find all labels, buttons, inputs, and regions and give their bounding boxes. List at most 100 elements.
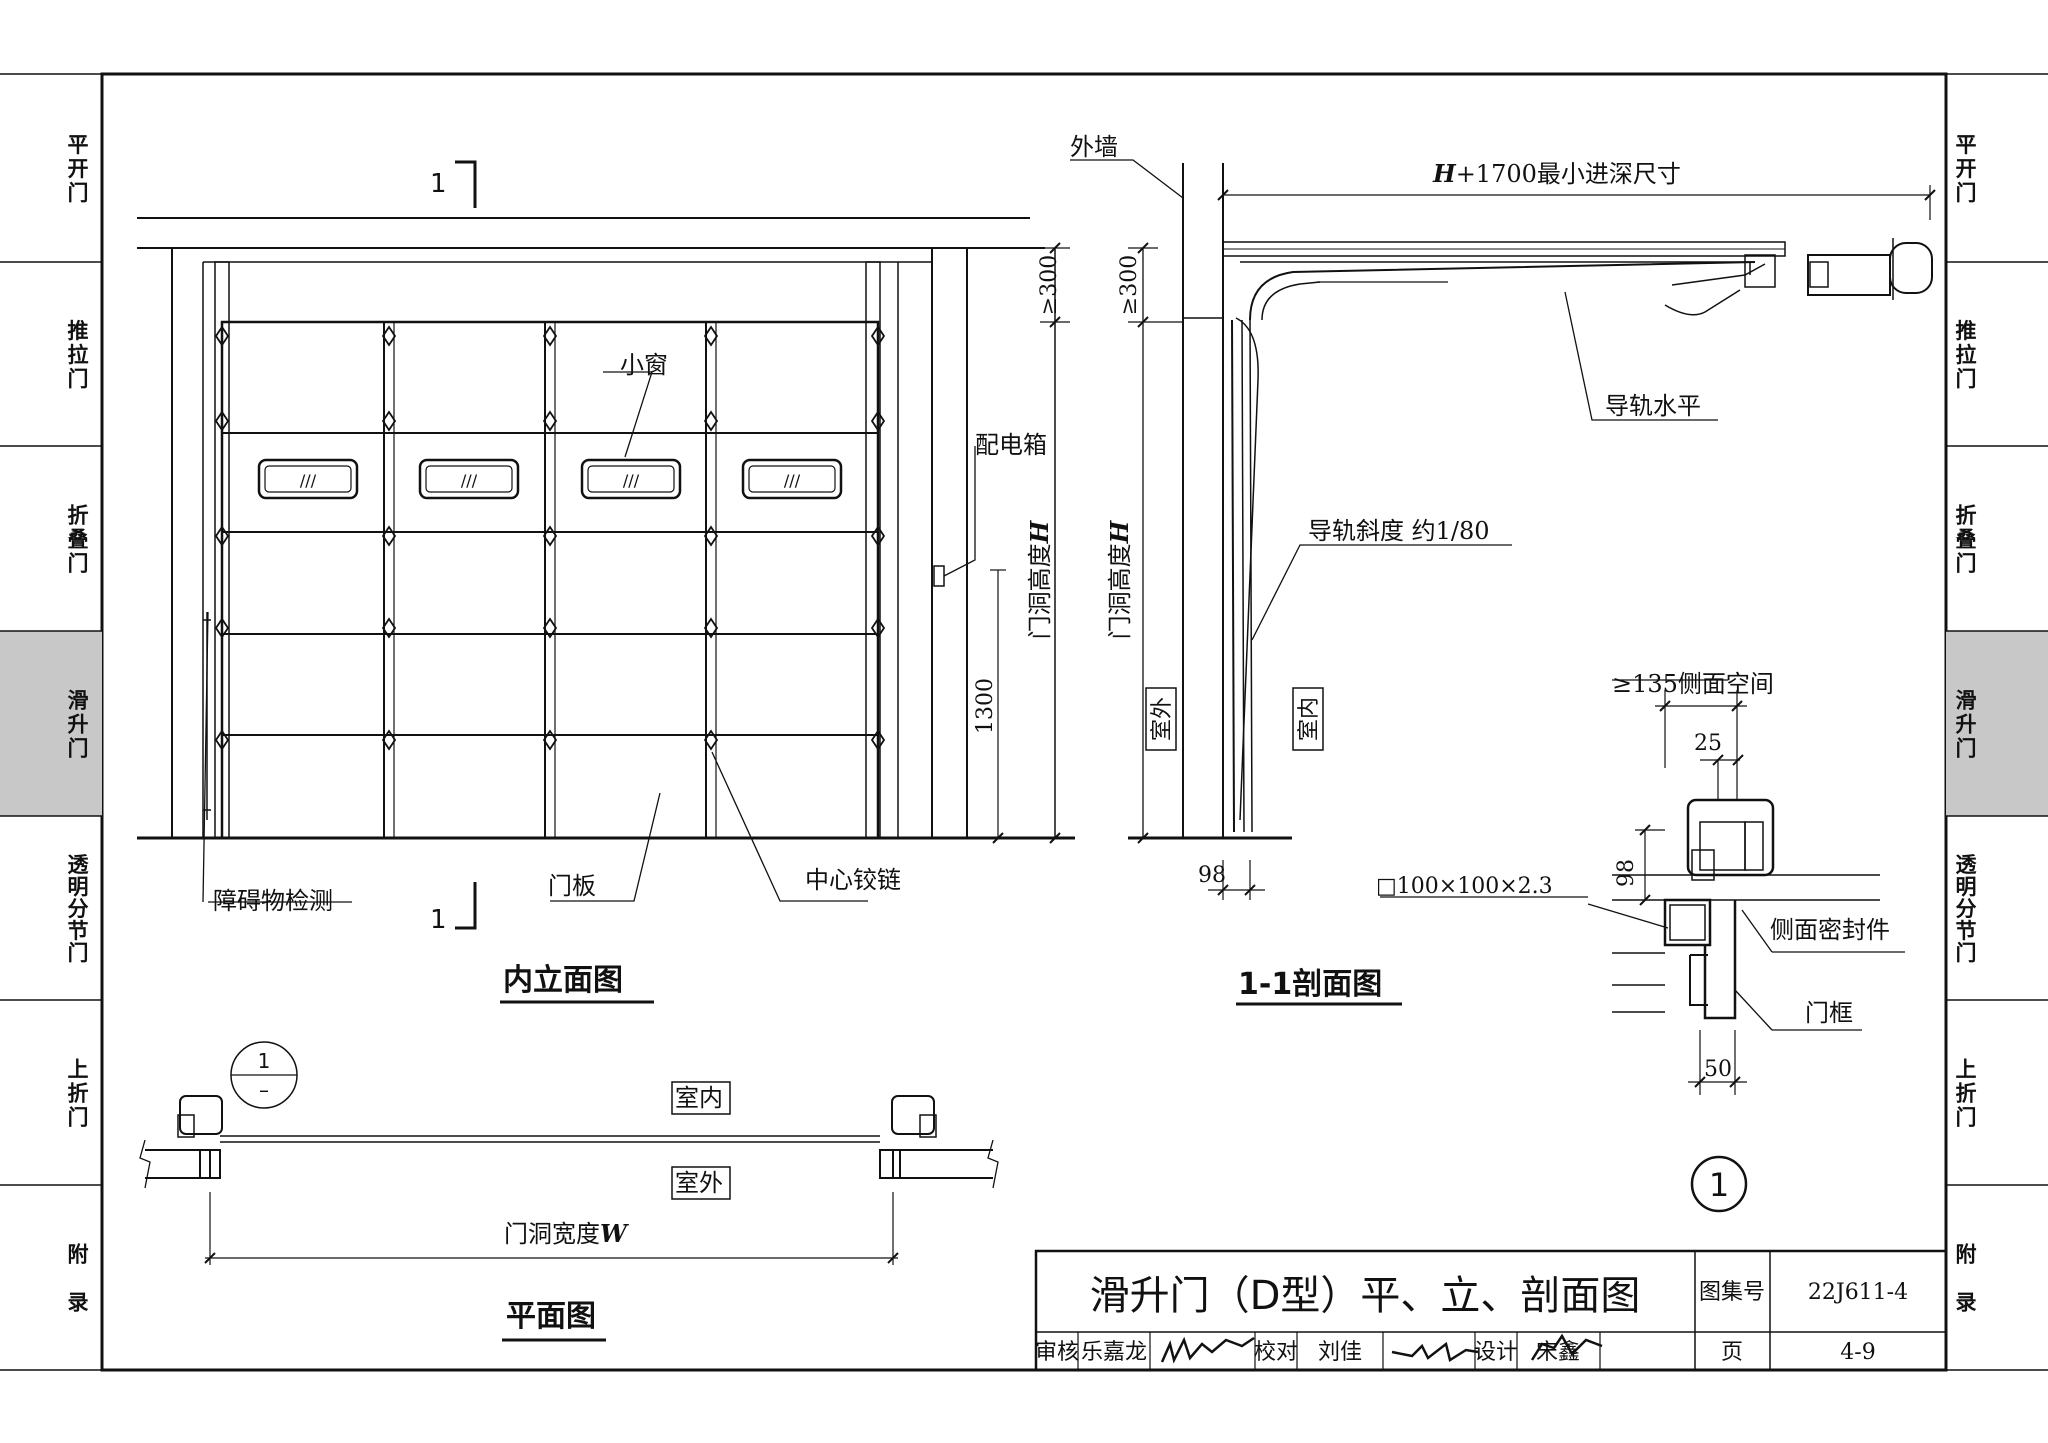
right-tab-7[interactable]: 附录 — [1956, 1243, 1977, 1315]
sec-outside-label: 室外 — [1150, 697, 1175, 741]
section-mark-bottom: 1 — [430, 905, 447, 935]
section-view — [1070, 159, 1936, 900]
hinge-marker — [542, 525, 558, 547]
drawing-title: 滑升门（D型）平、立、剖面图 — [1090, 1273, 1641, 1319]
atlas-no: 22J611-4 — [1808, 1280, 1908, 1305]
reviewer-signature — [1160, 1336, 1255, 1364]
door-leaf — [220, 320, 880, 840]
right-tab-active-bg — [1946, 631, 2048, 816]
dim50-label: 50 — [1704, 1057, 1732, 1082]
sec-inside-label: 室内 — [1297, 697, 1322, 741]
index-top: 1 — [258, 1049, 271, 1073]
tube-label: □100×100×2.3 — [1376, 874, 1553, 899]
window-4 — [741, 458, 843, 500]
reviewer: 乐嘉龙 — [1081, 1340, 1147, 1365]
elevation-texts: 小窗 配电箱 障碍物检测 门板 中心铰链 1 1 ≥300 门洞高度H 1300… — [213, 169, 1062, 1004]
hinge-marker — [870, 325, 886, 347]
elevation-view — [137, 160, 1075, 930]
left-tab-active-bg — [0, 631, 102, 816]
section-mark-top: 1 — [430, 169, 447, 199]
hinge-marker — [703, 410, 719, 432]
outer-wall-label: 外墙 — [1070, 133, 1118, 161]
panel-label: 门板 — [548, 872, 596, 900]
check-label: 校对 — [1254, 1340, 1298, 1365]
side-detail — [1380, 679, 1905, 1213]
window-1 — [257, 458, 359, 500]
rail-slope-label: 导轨斜度 约1/80 — [1308, 517, 1490, 545]
hinge-marker — [381, 325, 397, 347]
hinge-marker — [542, 617, 558, 639]
hinge-marker — [214, 617, 230, 639]
right-tab-1[interactable]: 平开门 — [1956, 133, 1977, 205]
right-tab-3[interactable]: 折叠门 — [1956, 504, 1977, 576]
rail-horizontal-label: 导轨水平 — [1605, 392, 1701, 420]
plan-view — [139, 1041, 999, 1265]
left-tab-4[interactable]: 滑升门 — [68, 689, 89, 761]
hinge-marker — [381, 729, 397, 751]
seal-label: 侧面密封件 — [1770, 916, 1890, 944]
dim25-label: 25 — [1694, 731, 1722, 756]
elev-min300-label: ≥300 — [1037, 255, 1062, 315]
window-glass-2 — [425, 465, 513, 493]
right-tab-4[interactable]: 滑升门 — [1956, 689, 1977, 761]
section-texts: 外墙 H+1700最小进深尺寸 导轨水平 导轨斜度 约1/80 ≥300 门洞高… — [1070, 133, 1701, 1006]
hinge-marker — [214, 410, 230, 432]
left-tab-3[interactable]: 折叠门 — [68, 504, 89, 576]
review-label: 审核 — [1035, 1340, 1079, 1365]
right-tab-strip — [1946, 73, 2048, 1371]
hinge-marker — [870, 410, 886, 432]
left-tab-5[interactable]: 透明分节门 — [68, 853, 90, 965]
hinge-marker — [214, 325, 230, 347]
checker-signature — [1391, 1341, 1479, 1362]
title-block — [1034, 1249, 1948, 1372]
sec-height-label: 门洞高度H — [1105, 519, 1134, 639]
plan-texts: 1 – 室内 室外 门洞宽度W 平面图 — [258, 1049, 723, 1342]
elevation-title: 内立面图 — [503, 963, 623, 998]
left-tab-7[interactable]: 附录 — [68, 1243, 89, 1315]
drawing-frame — [100, 72, 1948, 1372]
side-space-label: ≥135侧面空间 — [1612, 670, 1774, 698]
sec-min300-label: ≥300 — [1117, 255, 1142, 315]
hinge-marker — [214, 525, 230, 547]
window-label: 小窗 — [620, 351, 668, 379]
checker: 刘佳 — [1318, 1340, 1362, 1365]
left-tab-6[interactable]: 上折门 — [68, 1058, 89, 1130]
hinge-marker — [381, 617, 397, 639]
right-tab-5[interactable]: 透明分节门 — [1956, 853, 1978, 965]
window-hatch-3: /// — [623, 471, 640, 490]
obstacle-label: 障碍物检测 — [213, 887, 333, 915]
index-bottom: – — [259, 1078, 269, 1102]
left-tab-strip — [0, 73, 102, 1371]
page-no: 4-9 — [1840, 1340, 1875, 1365]
design-label: 设计 — [1474, 1340, 1518, 1365]
page-label: 页 — [1721, 1340, 1743, 1365]
switchbox-label: 配电箱 — [975, 431, 1047, 459]
detail-number: 1 — [1709, 1166, 1729, 1204]
window-group: //////////// — [257, 458, 843, 500]
frame-label: 门框 — [1805, 999, 1853, 1027]
detail-dim98-label: 98 — [1614, 859, 1639, 887]
detail-texts: ≥135侧面空间 25 98 □100×100×2.3 侧面密封件 门框 50 … — [1376, 670, 1890, 1204]
sec-dim98-label: 98 — [1198, 863, 1226, 888]
hinge-marker — [703, 525, 719, 547]
hinge-marker — [870, 729, 886, 751]
right-tab-6[interactable]: 上折门 — [1956, 1058, 1977, 1130]
right-tab-2[interactable]: 推拉门 — [1956, 319, 1977, 391]
left-tab-2[interactable]: 推拉门 — [68, 319, 89, 391]
hinge-marker — [381, 410, 397, 432]
hinge-label: 中心铰链 — [805, 866, 901, 894]
atlas-label: 图集号 — [1699, 1280, 1765, 1305]
hinge-marker — [381, 525, 397, 547]
hinge-marker — [542, 729, 558, 751]
signatures — [1160, 1333, 1603, 1364]
hinge-marker — [214, 729, 230, 751]
hinge-marker — [870, 617, 886, 639]
plan-width-label: 门洞宽度W — [504, 1219, 629, 1248]
hinge-marker — [703, 325, 719, 347]
window-2 — [418, 458, 520, 500]
window-hatch-1: /// — [300, 471, 317, 490]
left-tab-1[interactable]: 平开门 — [68, 133, 89, 205]
elev-1300-label: 1300 — [973, 678, 998, 734]
